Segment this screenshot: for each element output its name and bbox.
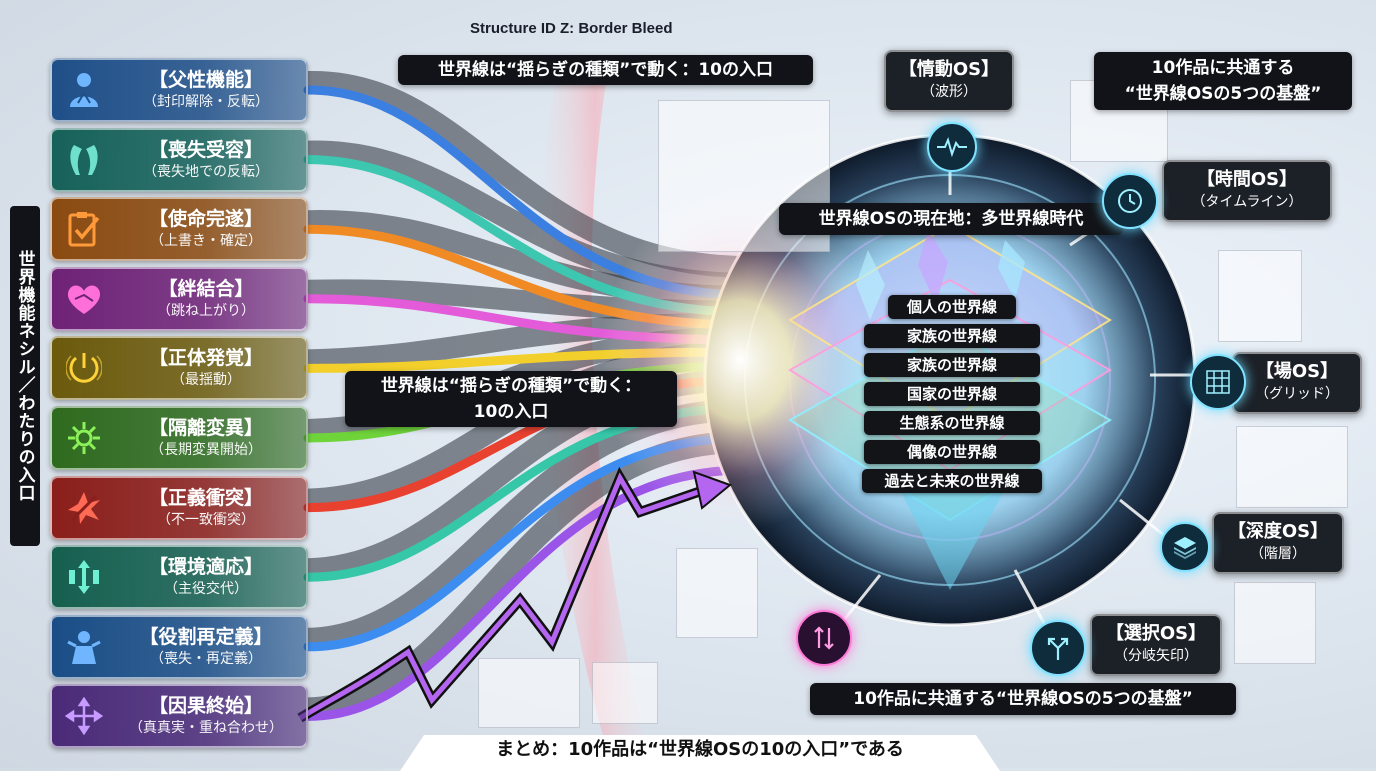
father-figure-icon: [52, 60, 116, 120]
entry-card-subtitle: （喪失地での反転）: [143, 163, 269, 180]
entry-card-title: 【使命完遂】: [148, 208, 263, 231]
os-sub: （タイムライン）: [1191, 194, 1303, 210]
split-arrows-icon: [796, 610, 852, 666]
os-box-field: 【場OS】 （グリッド）: [1232, 352, 1362, 414]
worldline-layer-label: 国家の世界線: [864, 382, 1040, 406]
grieving-figures-icon: [52, 130, 116, 190]
layers-icon: [1160, 522, 1210, 572]
cross-arrows-icon: [52, 686, 116, 746]
branch-arrow-icon: [1030, 620, 1086, 676]
top-right-title-line2: “世界線OSの5つの基盤”: [1124, 84, 1322, 104]
virus-burst-icon: [52, 408, 116, 468]
center-label: 世界線は“揺らぎの種類”で動く： 10の入口: [345, 371, 677, 427]
entry-card-text: 【父性機能】 （封印解除・反転）: [116, 68, 306, 112]
entry-card: 【隔離変異】 （長期変異開始）: [50, 406, 308, 470]
clock-icon: [1102, 173, 1158, 229]
entry-card-subtitle: （上書き・確定）: [150, 233, 262, 250]
vertical-label: 世界機能ネシル／わたりの入口: [10, 206, 40, 546]
entry-card: 【使命完遂】 （上書き・確定）: [50, 197, 308, 262]
entry-card-title: 【絆結合】: [158, 277, 254, 300]
entry-card-subtitle: （封印解除・反転）: [143, 94, 269, 110]
os-box-choice: 【選択OS】 （分岐矢印）: [1090, 614, 1222, 676]
entry-card-title: 【環境適応】: [148, 556, 263, 579]
entry-card-text: 【環境適応】 （主役交代）: [116, 555, 306, 599]
entry-card-text: 【使命完遂】 （上書き・確定）: [116, 207, 306, 251]
entry-card-subtitle: （最揺動）: [171, 372, 241, 389]
entry-card: 【正体発覚】 （最揺動）: [50, 336, 308, 401]
entry-card-title: 【正義衝突】: [148, 486, 263, 509]
top-right-title-line1: 10作品に共通する: [1151, 58, 1295, 78]
entry-card-title: 【役割再定義】: [139, 625, 273, 648]
worldline-layer-label: 家族の世界線: [864, 324, 1040, 348]
entry-card-subtitle: （長期変異開始）: [150, 442, 262, 458]
entry-card-title: 【正体発覚】: [148, 347, 263, 370]
subtitle-top: 世界線は“揺らぎの種類”で動く：10の入口: [398, 55, 813, 85]
entry-card-text: 【因果終始】 （真真実・重ね合わせ）: [116, 694, 306, 738]
core-title: 世界線OSの現在地：多世界線時代: [779, 203, 1123, 235]
os-title: 【時間OS】: [1196, 169, 1298, 190]
worldline-layer-label: 個人の世界線: [888, 295, 1016, 319]
os-title: 【深度OS】: [1227, 521, 1329, 542]
entry-card: 【父性機能】 （封印解除・反転）: [50, 58, 308, 122]
center-label-line1: 世界線は“揺らぎの種類”で動く：: [380, 376, 642, 396]
entry-card-subtitle: （跳ね上がり）: [157, 302, 255, 319]
entry-card-title: 【隔離変異】: [148, 417, 263, 439]
os-title: 【選択OS】: [1105, 623, 1207, 644]
os-box-emotion: 【情動OS】 （波形）: [884, 50, 1014, 112]
data-panel: [1218, 250, 1302, 342]
os-sub: （波形）: [921, 84, 977, 100]
entry-card: 【絆結合】 （跳ね上がり）: [50, 266, 308, 331]
worldline-layer-label: 生態系の世界線: [864, 411, 1040, 435]
worldline-layer-label: 家族の世界線: [864, 353, 1040, 377]
entry-card-text: 【喪失受容】 （喪失地での反転）: [116, 138, 306, 182]
structure-title: Structure ID Z: Border Bleed: [470, 20, 673, 37]
os-sub: （分岐矢印）: [1114, 648, 1198, 664]
bottom-caption: 10作品に共通する“世界線OSの5つの基盤”: [810, 683, 1236, 715]
entry-card-subtitle: （喪失・再定義）: [150, 650, 262, 667]
entry-card: 【役割再定義】 （喪失・再定義）: [50, 614, 308, 679]
top-right-title: 10作品に共通する “世界線OSの5つの基盤”: [1094, 52, 1352, 110]
entry-card-title: 【父性機能】: [148, 69, 263, 91]
entry-card-text: 【隔離変異】 （長期変異開始）: [116, 416, 306, 460]
central-glow: [600, 190, 880, 530]
entry-card: 【正義衝突】 （不一致衝突）: [50, 475, 308, 540]
summary-footer: まとめ：10作品は“世界線OSの10の入口”である: [400, 735, 1000, 771]
entry-card-title: 【因果終始】: [148, 695, 263, 718]
data-panel: [478, 658, 580, 728]
os-box-depth: 【深度OS】 （階層）: [1212, 512, 1344, 574]
worldline-layer-label: 過去と未来の世界線: [862, 469, 1042, 493]
entry-card: 【喪失受容】 （喪失地での反転）: [50, 127, 308, 192]
clipboard-check-icon: [52, 199, 116, 259]
os-title: 【場OS】: [1255, 361, 1339, 382]
entry-card-text: 【正義衝突】 （不一致衝突）: [116, 486, 306, 530]
data-panel: [1236, 426, 1348, 508]
entry-card-subtitle: （真真実・重ね合わせ）: [129, 720, 283, 737]
data-panel: [592, 662, 658, 724]
entry-card: 【環境適応】 （主役交代）: [50, 545, 308, 610]
entry-card-text: 【正体発覚】 （最揺動）: [116, 346, 306, 390]
os-box-time: 【時間OS】 （タイムライン）: [1162, 160, 1332, 222]
entry-card-text: 【役割再定義】 （喪失・再定義）: [116, 625, 306, 669]
entry-card-subtitle: （主役交代）: [164, 581, 248, 598]
waveform-icon: [927, 122, 977, 172]
center-label-line2: 10の入口: [473, 402, 549, 422]
data-panel: [676, 548, 758, 638]
entry-card: 【因果終始】 （真真実・重ね合わせ）: [50, 684, 308, 749]
clash-burst-icon: [52, 478, 116, 538]
entry-card-subtitle: （不一致衝突）: [157, 511, 255, 528]
heart-handshake-icon: [52, 269, 116, 329]
entry-card-text: 【絆結合】 （跳ね上がり）: [116, 277, 306, 321]
worldline-layer-label: 偶像の世界線: [864, 440, 1040, 464]
os-title: 【情動OS】: [898, 59, 1000, 80]
entry-card-title: 【喪失受容】: [148, 138, 263, 161]
role-figure-icon: [52, 617, 116, 677]
os-sub: （グリッド）: [1255, 386, 1339, 402]
os-sub: （階層）: [1250, 546, 1306, 562]
zigzag-arrowhead: [692, 470, 732, 510]
power-reveal-icon: [52, 338, 116, 398]
grid-icon: [1190, 354, 1246, 410]
data-panel: [1234, 582, 1316, 664]
adapt-arrows-icon: [52, 547, 116, 607]
